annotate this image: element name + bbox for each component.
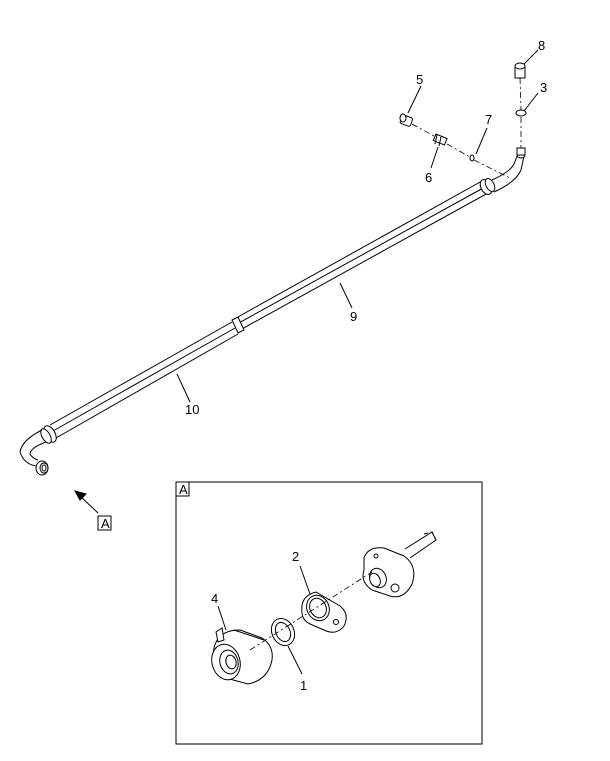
callout-10: 10 [185, 402, 199, 417]
tube-upper-part-9 [235, 147, 526, 331]
callout-2: 2 [292, 549, 299, 564]
view-reference-a: A [73, 490, 112, 531]
tube-joint [231, 316, 245, 334]
detail-part-4-grommet [211, 627, 273, 685]
detail-tube [404, 531, 437, 559]
callout-4: 4 [211, 591, 218, 606]
callout-5: 5 [416, 72, 423, 87]
fitting-group [399, 62, 527, 179]
part-6-fitting [432, 133, 448, 147]
part-7-oring [469, 154, 475, 162]
arrow-head-icon [73, 490, 87, 501]
detail-part-2-gasket [301, 591, 347, 633]
callout-1: 1 [300, 678, 307, 693]
view-reference-label: A [101, 516, 110, 531]
callout-6: 6 [425, 170, 432, 185]
callout-3: 3 [540, 80, 547, 95]
callout-9: 9 [350, 309, 357, 324]
detail-view-label: A [179, 482, 188, 497]
callout-7: 7 [485, 112, 492, 127]
callouts: 8 3 5 7 6 9 10 [176, 38, 547, 417]
callout-8: 8 [538, 38, 545, 53]
detail-mounting-plate [362, 547, 415, 598]
tube-lower-part-10 [19, 321, 239, 476]
tube-assembly [19, 147, 526, 476]
part-5-nut [399, 113, 413, 127]
detail-view-a: A [175, 481, 483, 745]
part-8-cap [514, 62, 526, 79]
